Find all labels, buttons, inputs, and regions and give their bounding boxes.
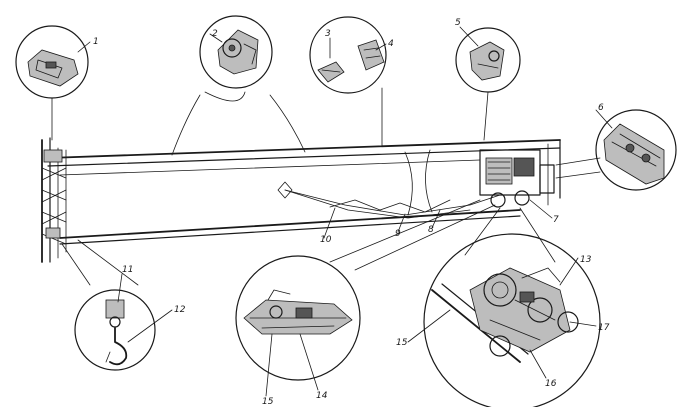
detail-circle-1 bbox=[15, 25, 89, 99]
callout-10: 10 bbox=[320, 235, 332, 245]
callout-7: 7 bbox=[553, 215, 559, 225]
callout-12: 12 bbox=[174, 305, 186, 315]
callout-3: 3 bbox=[325, 29, 331, 39]
trolley-assembly bbox=[479, 149, 555, 208]
bridge-girder bbox=[47, 139, 561, 245]
callout-5: 5 bbox=[455, 18, 461, 28]
callout-labels: 1 2 3 4 5 6 7 8 9 10 11 12 13 14 15 15 1… bbox=[77, 18, 613, 407]
detail-circle-6 bbox=[595, 109, 677, 191]
detail-circle-5 bbox=[455, 27, 521, 93]
callout-15b: 15 bbox=[396, 338, 408, 348]
detail-circle-2 bbox=[199, 15, 273, 89]
detail-circle-11-12 bbox=[74, 289, 156, 371]
callout-8: 8 bbox=[428, 225, 434, 235]
leader-lines bbox=[51, 87, 601, 286]
callout-15: 15 bbox=[262, 397, 274, 407]
callout-1: 1 bbox=[93, 37, 99, 47]
callout-16: 16 bbox=[545, 379, 557, 389]
callout-9: 9 bbox=[395, 229, 401, 239]
detail-circle-14-15 bbox=[235, 255, 361, 381]
callout-6: 6 bbox=[598, 103, 604, 113]
callout-4: 4 bbox=[388, 39, 394, 49]
callout-13: 13 bbox=[580, 255, 592, 265]
callout-11: 11 bbox=[122, 265, 133, 275]
detail-circle-3-4 bbox=[309, 16, 387, 94]
callout-17: 17 bbox=[598, 323, 610, 333]
callout-2: 2 bbox=[212, 29, 218, 39]
detail-circle-16-17-18 bbox=[423, 233, 601, 411]
callout-14: 14 bbox=[316, 391, 328, 401]
left-end-truck bbox=[41, 137, 67, 263]
